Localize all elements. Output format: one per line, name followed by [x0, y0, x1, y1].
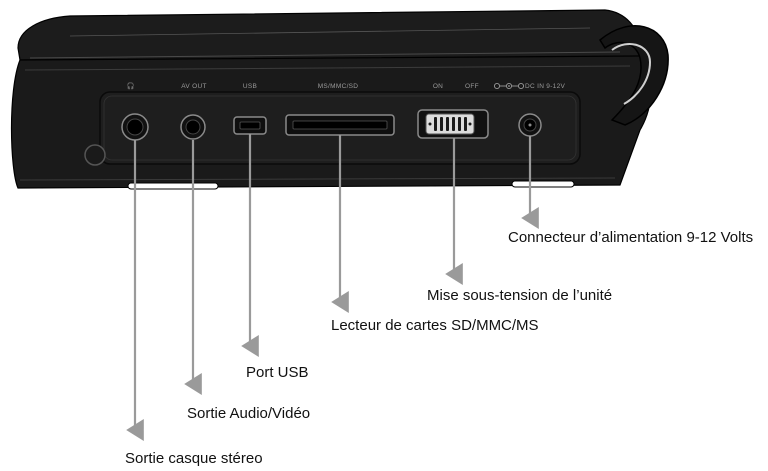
off-label: OFF	[465, 83, 479, 90]
right-foot	[511, 180, 575, 188]
usb-label: USB	[243, 83, 257, 90]
card-slot-label: MS/MMC/SD	[318, 83, 359, 90]
left-round-button[interactable]	[84, 144, 106, 166]
av-out-label: AV OUT	[181, 83, 207, 90]
base-bottom-edge	[19, 177, 616, 181]
hinge	[599, 25, 669, 126]
dc-in-jack[interactable]	[518, 113, 542, 137]
usb-callout: Port USB	[246, 364, 309, 381]
power-switch[interactable]	[417, 109, 489, 139]
on-label: ON	[433, 83, 443, 90]
power-switch-callout: Mise sous-tension de l’unité	[427, 287, 613, 304]
card-reader-slot[interactable]	[285, 114, 395, 136]
headphone-label: 🎧	[127, 82, 135, 90]
av-out-jack[interactable]	[180, 114, 206, 140]
hinge-inner	[611, 43, 652, 105]
dc-in-callout: Connecteur d’alimentation 9-12 Volts	[508, 229, 754, 246]
lid-seam	[29, 51, 621, 59]
left-foot	[127, 182, 219, 190]
headphone-jack[interactable]	[121, 113, 149, 141]
dc-polarity-icon	[493, 82, 525, 90]
av-out-callout: Sortie Audio/Vidéo	[187, 405, 311, 422]
usb-port[interactable]	[233, 116, 267, 135]
lid-inner-stripe	[69, 27, 591, 37]
headphone-callout: Sortie casque stéreo	[125, 450, 263, 467]
base-highlight	[24, 65, 631, 71]
card-reader-callout: Lecteur de cartes SD/MMC/MS	[331, 317, 539, 334]
dc-in-label: DC IN 9-12V	[525, 83, 566, 90]
